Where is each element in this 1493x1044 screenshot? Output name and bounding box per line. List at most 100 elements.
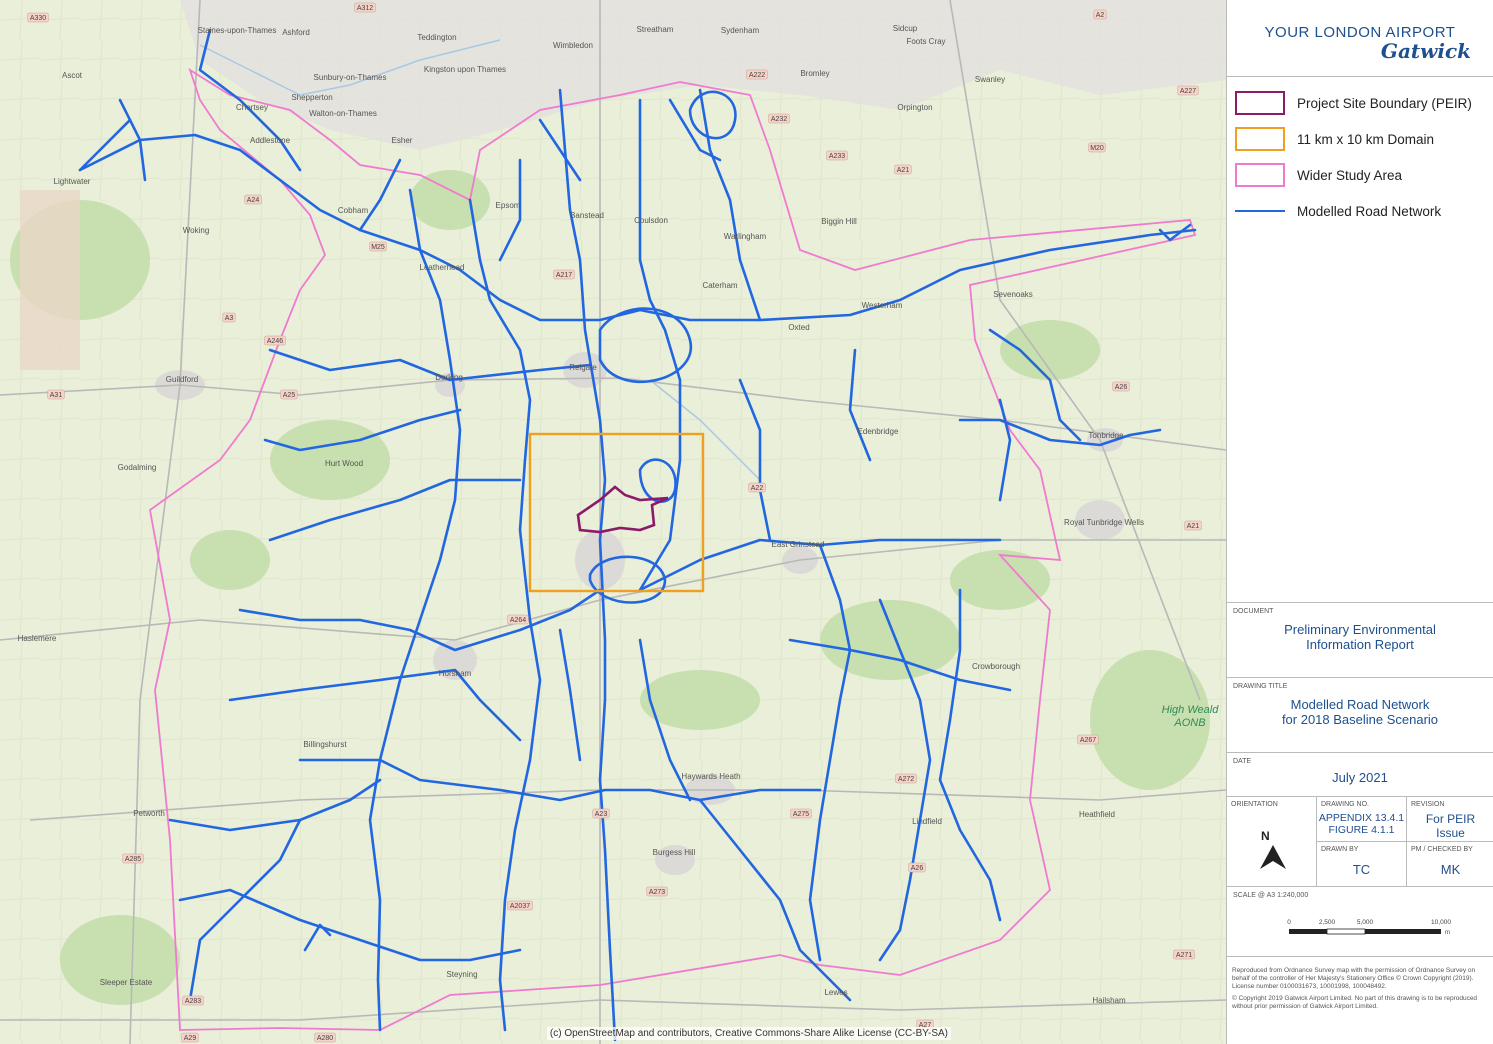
north-arrow-icon <box>1260 845 1286 869</box>
scale-tick-3: 10,000 <box>1431 919 1451 926</box>
place-label: Orpington <box>897 103 932 112</box>
map-canvas[interactable]: High Weald AONB Staines-upon-Thames Ashfo… <box>0 0 1226 1044</box>
drawing-title-value-2: for 2018 Baseline Scenario <box>1281 712 1439 727</box>
aonb-label-line1: High Weald <box>1162 704 1220 716</box>
road-label: A264 <box>507 614 529 625</box>
date-label: DATE <box>1233 758 1252 765</box>
checked-by-value: MK <box>1440 862 1461 877</box>
road-label: A26 <box>908 862 926 873</box>
drawing-no-value-1: APPENDIX 13.4.1 <box>1318 812 1405 824</box>
svg-text:A2: A2 <box>1096 12 1105 19</box>
road-label: A233 <box>826 150 848 161</box>
orientation-cell: ORIENTATION N <box>1227 797 1317 887</box>
drawing-no-cell: DRAWING NO. APPENDIX 13.4.1 FIGURE 4.1.1 <box>1317 797 1407 842</box>
road-label: A22 <box>748 482 766 493</box>
road-label: A3 <box>222 312 236 323</box>
svg-text:A264: A264 <box>510 617 526 624</box>
svg-text:A27: A27 <box>919 1022 932 1029</box>
scale-bar: 0 2,500 5,000 10,000 m <box>1287 919 1451 936</box>
svg-text:A330: A330 <box>30 15 46 22</box>
svg-text:M25: M25 <box>371 244 385 251</box>
place-label: Petworth <box>133 809 165 818</box>
place-label: Ashford <box>282 28 310 37</box>
drawing-title-section: DRAWING TITLE Modelled Road Network for … <box>1227 677 1493 752</box>
road-label: A272 <box>895 773 917 784</box>
place-label: Leatherhead <box>420 263 465 272</box>
svg-text:A21: A21 <box>897 167 910 174</box>
road-label: A2037 <box>507 900 533 911</box>
place-label: Guildford <box>166 375 198 384</box>
legend: Project Site Boundary (PEIR)11 km x 10 k… <box>1227 77 1493 229</box>
road-label: A25 <box>280 389 298 400</box>
svg-text:A25: A25 <box>283 392 296 399</box>
drawing-title-value-1: Modelled Road Network <box>1290 697 1430 712</box>
place-label: Hailsham <box>1092 996 1126 1005</box>
place-label: Caterham <box>702 281 737 290</box>
revision-value-1: For PEIR <box>1425 812 1476 826</box>
scale-unit: m <box>1445 930 1450 936</box>
drawing-no-value-2: FIGURE 4.1.1 <box>1328 824 1395 836</box>
drawing-title-label: DRAWING TITLE <box>1233 683 1288 690</box>
svg-text:A285: A285 <box>125 856 141 863</box>
place-label: Westerham <box>862 301 903 310</box>
road-labels: A330A312A2A222A227A232M20A233A21A24M25A2… <box>27 2 1202 1043</box>
drawn-by-cell: DRAWN BY TC <box>1317 842 1407 887</box>
road-label: M20 <box>1088 142 1106 153</box>
road-label: A21 <box>1184 520 1202 531</box>
place-label: Swanley <box>975 75 1005 84</box>
map-background <box>0 0 1226 1044</box>
legend-box-swatch <box>1235 127 1285 151</box>
road-label: A23 <box>592 808 610 819</box>
place-label: Crowborough <box>972 662 1020 671</box>
svg-text:A29: A29 <box>184 1035 197 1042</box>
road-label: A2 <box>1093 9 1107 20</box>
road-label: A246 <box>264 335 286 346</box>
legend-line-swatch <box>1235 210 1285 212</box>
document-value-1: Preliminary Environmental <box>1284 622 1436 637</box>
place-label: Staines-upon-Thames <box>198 26 277 35</box>
road-label: A232 <box>768 113 790 124</box>
date-section: DATE July 2021 <box>1227 752 1493 796</box>
place-label: Dorking <box>435 373 463 382</box>
place-label: Sydenham <box>721 26 760 35</box>
place-label: Hurt Wood <box>325 459 363 468</box>
place-label: Edenbridge <box>858 427 899 436</box>
place-label: Addlestone <box>250 136 291 145</box>
legend-label: Project Site Boundary (PEIR) <box>1297 95 1472 111</box>
north-letter: N <box>1261 829 1270 843</box>
legend-item: Modelled Road Network <box>1235 193 1493 229</box>
place-label: Esher <box>392 136 413 145</box>
document-value-2: Information Report <box>1306 637 1414 652</box>
map-attribution: (c) OpenStreetMap and contributors, Crea… <box>546 1027 951 1040</box>
legend-box-swatch <box>1235 91 1285 115</box>
road-label: A271 <box>1173 949 1195 960</box>
place-label: Foots Cray <box>906 37 945 46</box>
scale-label: SCALE @ A3 1:240,000 <box>1233 892 1309 899</box>
copyright-gatwick: © Copyright 2019 Gatwick Airport Limited… <box>1232 995 1478 1010</box>
svg-text:A272: A272 <box>898 776 914 783</box>
place-label: Bromley <box>800 69 829 78</box>
orientation-label: ORIENTATION <box>1231 801 1278 808</box>
place-label: Chertsey <box>236 103 268 112</box>
revision-cell: REVISION For PEIR Issue <box>1407 797 1493 842</box>
road-label: A312 <box>354 2 376 13</box>
document-label: DOCUMENT <box>1233 608 1274 615</box>
place-label: Sleeper Estate <box>100 978 153 987</box>
town-areas <box>155 352 1125 875</box>
checked-by-label: PM / CHECKED BY <box>1411 846 1473 853</box>
svg-text:M20: M20 <box>1090 145 1104 152</box>
wider-study-area-outline <box>149 67 1197 1031</box>
place-label: Kingston upon Thames <box>424 65 506 74</box>
road-label: A29 <box>181 1032 199 1043</box>
svg-text:A271: A271 <box>1176 952 1192 959</box>
domain-11x10-outline <box>528 432 705 593</box>
place-label: Haslemere <box>18 634 57 643</box>
place-label: Streatham <box>637 25 674 34</box>
place-label: Lindfield <box>912 817 942 826</box>
svg-text:A23: A23 <box>595 811 608 818</box>
svg-text:A275: A275 <box>793 811 809 818</box>
gatwick-logo: Gatwick <box>1380 39 1471 63</box>
svg-text:A273: A273 <box>649 889 665 896</box>
road-label: A222 <box>746 69 768 80</box>
aonb-label-line2: AONB <box>1173 717 1205 729</box>
